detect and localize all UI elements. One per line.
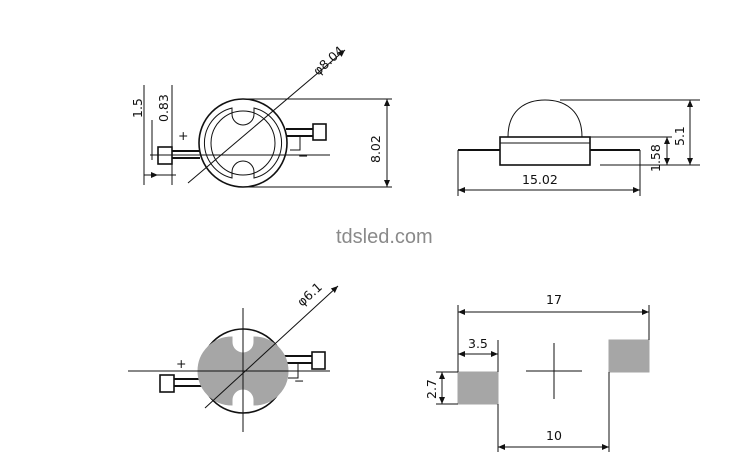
top-left-dim-outer: 1.5 bbox=[130, 98, 145, 118]
bottom-view bbox=[128, 285, 339, 432]
footprint-overall-width: 17 bbox=[546, 292, 562, 307]
watermark-text: tdsled.com bbox=[336, 226, 433, 248]
bottom-diameter-label: φ6.1 bbox=[294, 279, 325, 309]
bottom-plus-sign: + bbox=[176, 356, 186, 371]
footprint-pad-height: 2.7 bbox=[424, 379, 439, 399]
top-left-dim-inner: 0.83 bbox=[156, 94, 171, 122]
footprint-view bbox=[436, 305, 650, 452]
top-diameter-label: φ8.04 bbox=[310, 43, 347, 78]
top-view bbox=[143, 49, 392, 188]
side-body-label: 1.58 bbox=[648, 144, 663, 172]
top-minus-sign: − bbox=[298, 148, 308, 163]
top-plus-sign: + bbox=[178, 128, 188, 143]
top-height-label: 8.02 bbox=[368, 135, 383, 163]
bottom-minus-sign: − bbox=[294, 373, 304, 388]
footprint-pad-width: 3.5 bbox=[468, 336, 488, 351]
side-height-label: 5.1 bbox=[672, 126, 687, 146]
side-view bbox=[457, 99, 700, 196]
footprint-pad-spacing: 10 bbox=[546, 428, 562, 443]
side-width-label: 15.02 bbox=[522, 172, 558, 187]
